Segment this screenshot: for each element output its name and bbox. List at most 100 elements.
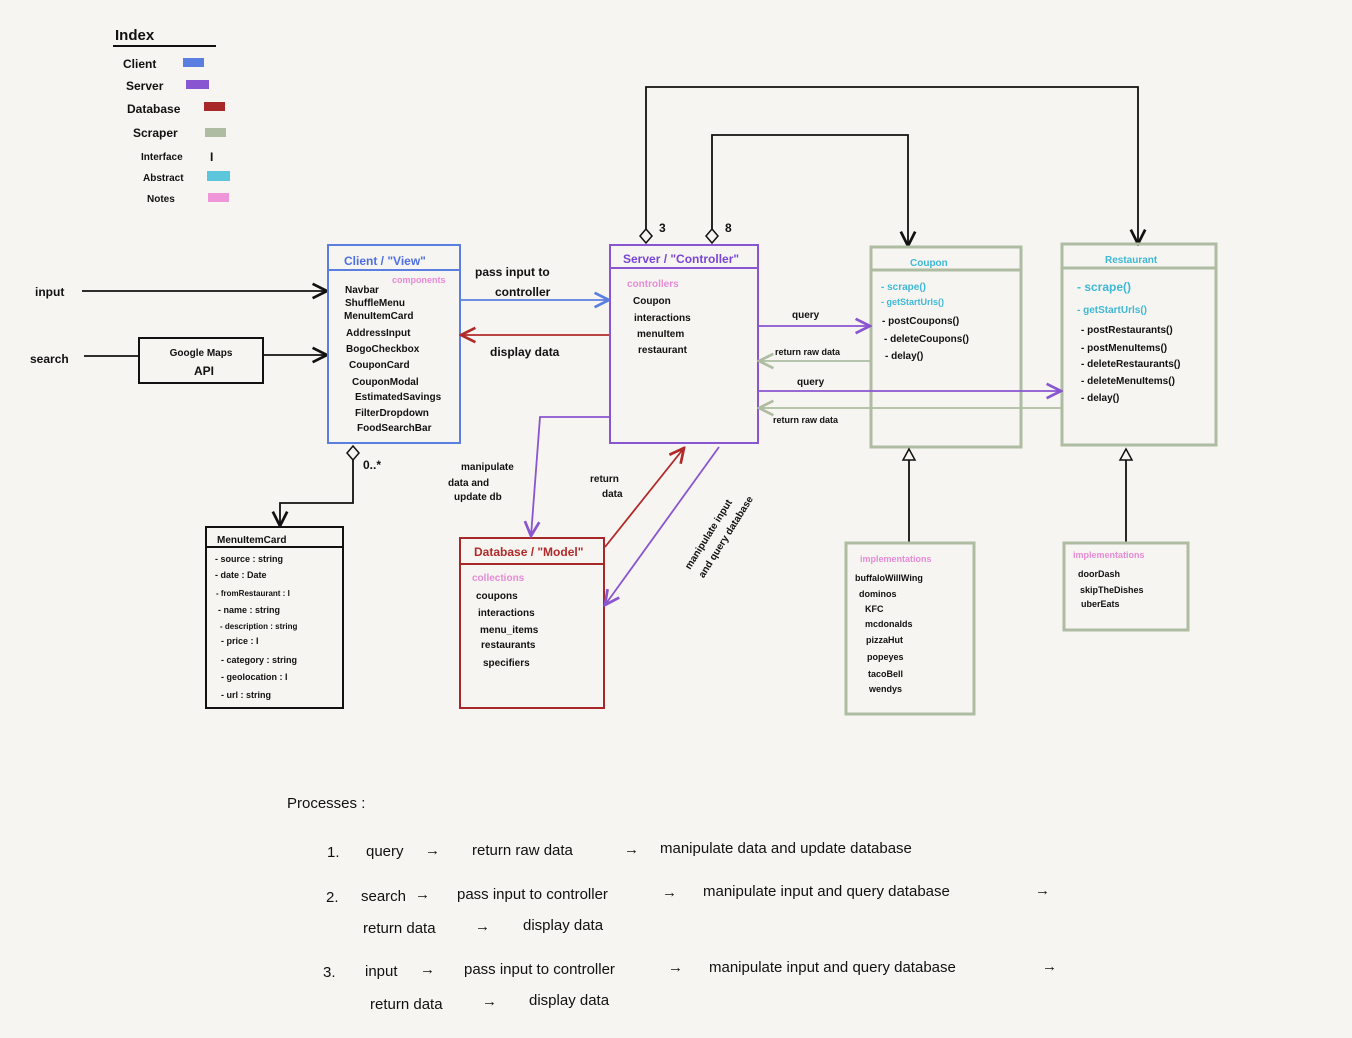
- manipulate-update-label: manipulate: [461, 462, 514, 473]
- arrow-icon: →: [668, 959, 683, 976]
- impl-item: KFC: [865, 604, 884, 614]
- database-box: Database / "Model" collections coupons i…: [459, 537, 605, 709]
- arrow-icon: →: [475, 918, 490, 935]
- server-note: controllers: [627, 279, 679, 290]
- method: - postCoupons(): [882, 316, 959, 327]
- process-step: return data: [370, 996, 443, 1013]
- legend-abstract: Abstract: [143, 173, 184, 184]
- multiplicity-label: 8: [725, 221, 732, 235]
- interface-symbol: I: [210, 150, 213, 164]
- aggregation-diamond-icon: [639, 227, 653, 245]
- process-number: 1.: [327, 844, 340, 861]
- query-label: query: [792, 310, 820, 321]
- return-raw-label: return raw data: [775, 347, 841, 357]
- client-swatch: [183, 58, 204, 67]
- input-label: input: [35, 285, 64, 299]
- controller-item: Coupon: [633, 296, 671, 307]
- component-item: FilterDropdown: [355, 408, 429, 419]
- restaurant-scraper-box: Restaurant - scrape() - getStartUrls() -…: [1060, 242, 1218, 447]
- process-step: return raw data: [472, 842, 574, 859]
- manipulate-update-label: data and: [448, 478, 489, 489]
- component-item: BogoCheckbox: [346, 344, 420, 355]
- arrow-icon: →: [415, 886, 430, 903]
- client-box: Client / "View" components Navbar Shuffl…: [327, 244, 461, 444]
- legend-title: Index: [115, 27, 155, 44]
- google-maps-label: Google Maps: [170, 348, 233, 359]
- impl-note: implementations: [860, 554, 932, 564]
- menu-item-card-title: MenuItemCard: [217, 535, 286, 546]
- method: - postRestaurants(): [1081, 325, 1173, 336]
- field: - geolocation : I: [221, 672, 288, 682]
- query-label: query: [797, 377, 825, 388]
- process-step: display data: [529, 992, 610, 1009]
- method: - deleteMenuItems(): [1081, 376, 1175, 387]
- component-item: Navbar: [345, 285, 379, 296]
- arrow-icon: →: [420, 961, 435, 978]
- legend-database: Database: [127, 102, 181, 116]
- controller-item: menuItem: [637, 329, 684, 340]
- inheritance-triangle-icon: [901, 447, 917, 461]
- field: - date : Date: [215, 570, 267, 580]
- arrow-icon: →: [1042, 958, 1057, 975]
- legend: Index Client Server Database Scraper Int…: [113, 27, 230, 205]
- legend-server: Server: [126, 79, 164, 93]
- scraper-swatch: [205, 128, 226, 137]
- legend-notes: Notes: [147, 194, 175, 205]
- search-label: search: [30, 352, 69, 366]
- arrow-icon: →: [425, 842, 440, 859]
- manipulate-update-arrow: [531, 416, 610, 536]
- database-title: Database / "Model": [474, 545, 583, 559]
- method: - deleteRestaurants(): [1081, 359, 1180, 370]
- process-step: manipulate input and query database: [703, 883, 950, 900]
- component-item: EstimatedSavings: [355, 392, 442, 403]
- abstract-method: - getStartUrls(): [1077, 305, 1147, 316]
- method: - delay(): [885, 351, 923, 362]
- multiplicity-label: 0..*: [363, 458, 381, 472]
- aggregation-diamond-icon: [705, 227, 719, 245]
- collection-item: restaurants: [481, 640, 536, 651]
- arrow-icon: →: [1035, 882, 1050, 899]
- process-step: query: [366, 843, 404, 860]
- return-data-label: data: [602, 489, 623, 500]
- aggregation-diamond-icon: [346, 444, 360, 462]
- collection-item: menu_items: [480, 625, 539, 636]
- component-item: FoodSearchBar: [357, 423, 432, 434]
- return-data-label: return: [590, 474, 619, 485]
- impl-item: doorDash: [1078, 569, 1120, 579]
- pass-input-label: pass input to: [475, 265, 550, 279]
- impl-note: implementations: [1073, 550, 1145, 560]
- field: - price : I: [221, 636, 259, 646]
- api-label: API: [194, 364, 214, 378]
- client-title: Client / "View": [344, 254, 426, 268]
- field: - fromRestaurant : I: [216, 589, 290, 598]
- method: - postMenuItems(): [1081, 343, 1167, 354]
- component-item: MenuItemCard: [344, 311, 413, 322]
- abstract-swatch: [207, 171, 230, 181]
- manipulate-update-label: update db: [454, 492, 502, 503]
- impl-item: skipTheDishes: [1080, 585, 1144, 595]
- process-step: return data: [363, 920, 436, 937]
- component-item: AddressInput: [346, 328, 411, 339]
- restaurant-implementations-box: implementations doorDash skipTheDishes u…: [1062, 541, 1190, 632]
- process-step: input: [365, 963, 398, 980]
- abstract-method: - getStartUrls(): [881, 297, 944, 307]
- coupon-title: Coupon: [910, 258, 948, 269]
- impl-item: mcdonalds: [865, 619, 913, 629]
- inheritance-triangle-icon: [1118, 447, 1134, 461]
- arrow-icon: →: [662, 884, 677, 901]
- database-note: collections: [472, 573, 525, 584]
- aggregation-links: 3 8: [639, 86, 1138, 246]
- field: - name : string: [218, 605, 280, 615]
- impl-item: tacoBell: [868, 669, 903, 679]
- component-item: ShuffleMenu: [345, 298, 405, 309]
- legend-scraper: Scraper: [133, 126, 178, 140]
- collection-item: coupons: [476, 591, 518, 602]
- menu-item-card-box: MenuItemCard - source : string - date : …: [205, 526, 344, 709]
- impl-item: dominos: [859, 589, 897, 599]
- legend-client: Client: [123, 57, 156, 71]
- impl-item: buffaloWillWing: [855, 573, 923, 583]
- display-data-label: display data: [490, 345, 560, 359]
- component-item: CouponCard: [349, 360, 410, 371]
- return-raw-label: return raw data: [773, 415, 839, 425]
